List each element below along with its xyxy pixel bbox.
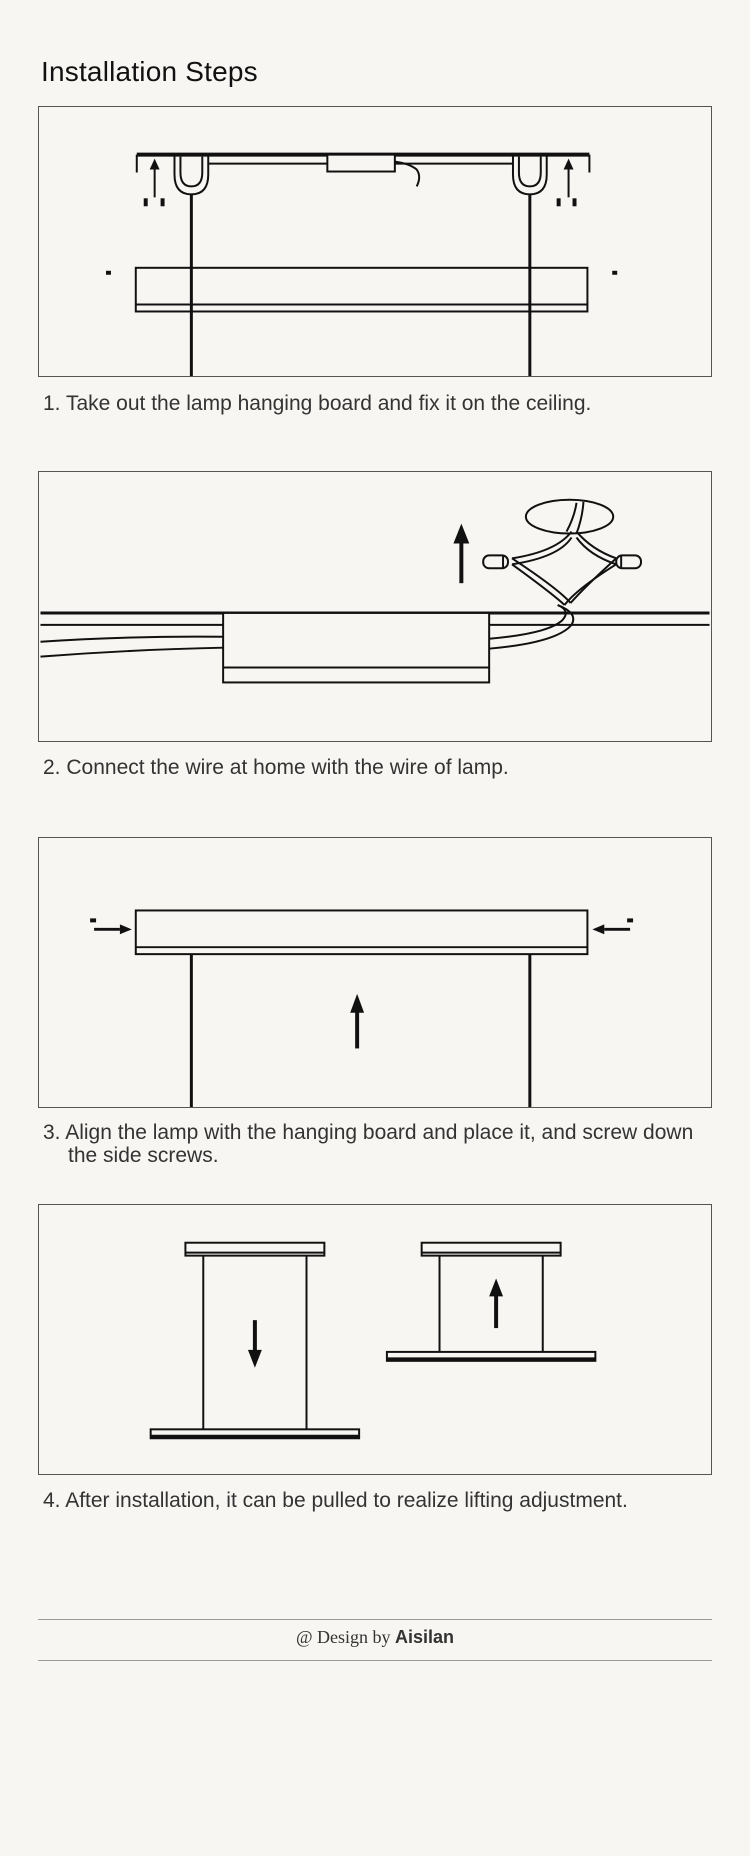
footer-top-divider xyxy=(38,1619,712,1620)
step-4-text: After installation, it can be pulled to … xyxy=(65,1489,628,1512)
step-2-number: 2. xyxy=(43,756,61,779)
step-4-illustration xyxy=(38,1204,712,1475)
ceiling-mount-diagram xyxy=(106,152,618,376)
step-1-caption: 1. Take out the lamp hanging board and f… xyxy=(43,392,713,415)
footer-bottom-divider xyxy=(38,1660,712,1661)
lamp-alignment-diagram xyxy=(90,909,634,1107)
step-3-illustration xyxy=(38,837,712,1108)
step-2-text: Connect the wire at home with the wire o… xyxy=(66,756,509,779)
lifting-adjustment-diagram xyxy=(149,1241,597,1440)
step-3-text: Align the lamp with the hanging board an… xyxy=(65,1121,694,1144)
step-3-text-continued: the side screws. xyxy=(68,1144,219,1167)
wire-connection-diagram xyxy=(40,498,710,684)
page-title: Installation Steps xyxy=(41,56,258,87)
step-3-number: 3. xyxy=(43,1121,61,1144)
footer-brand: Aisilan xyxy=(395,1627,455,1647)
step-1-text: Take out the lamp hanging board and fix … xyxy=(65,392,592,415)
step-1-number: 1. xyxy=(43,392,61,415)
step-4-caption: 4. After installation, it can be pulled … xyxy=(43,1489,713,1512)
step-2-illustration xyxy=(38,471,712,742)
step-2-caption: 2. Connect the wire at home with the wir… xyxy=(43,756,713,779)
step-1-illustration xyxy=(38,106,712,377)
footer-prefix: @ Design by xyxy=(295,1627,391,1647)
footer-credit: @ Design by Aisilan xyxy=(0,1627,750,1648)
step-3-caption: 3. Align the lamp with the hanging board… xyxy=(43,1121,713,1167)
step-4-number: 4. xyxy=(43,1489,61,1512)
